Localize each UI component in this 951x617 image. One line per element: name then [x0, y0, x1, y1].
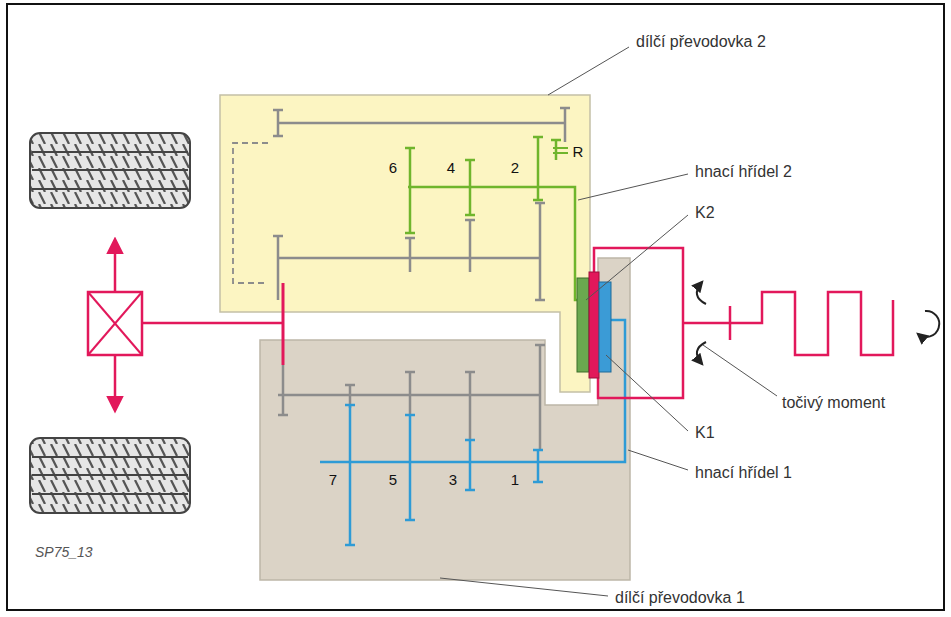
gear-number: 4 [447, 160, 455, 177]
callout-label: hnací hřídel 2 [695, 163, 792, 181]
gear-number: 5 [389, 472, 397, 489]
callout-label: K1 [695, 424, 715, 442]
torque-arrow [697, 342, 706, 364]
torque-arrow [697, 282, 706, 304]
clutch-k2 [577, 278, 589, 372]
callout-label: dílčí převodovka 2 [636, 33, 766, 51]
callout-label: hnací hřídel 1 [695, 464, 792, 482]
callout-label: točivý moment [782, 394, 885, 412]
tyre [30, 133, 190, 208]
input-shaft-2 [405, 137, 578, 300]
reverse-gear [553, 148, 568, 153]
output-shaft-2 [233, 108, 570, 300]
crankshaft [683, 292, 893, 355]
leader-lines [440, 47, 777, 596]
rotation-arrow [918, 311, 939, 337]
gear-number: R [573, 144, 584, 161]
differential [88, 240, 283, 410]
frame [7, 4, 944, 610]
gear-number: 3 [449, 472, 457, 489]
gear-number: 2 [511, 160, 519, 177]
figure-id: SP75_13 [35, 545, 93, 560]
gear-number: 7 [329, 472, 337, 489]
sub-gearbox-1-housing [260, 258, 630, 580]
gear-number: 1 [511, 472, 519, 489]
clutch-drum [589, 272, 599, 378]
callout-label: K2 [695, 204, 715, 222]
tyre [30, 438, 190, 513]
clutch-housing [594, 248, 683, 398]
crankshaft-flange [729, 306, 732, 340]
output-shaft-1 [278, 345, 545, 450]
output-gear [282, 283, 285, 365]
gear-number: 6 [389, 160, 397, 177]
callout-label: dílčí převodovka 1 [615, 589, 745, 607]
